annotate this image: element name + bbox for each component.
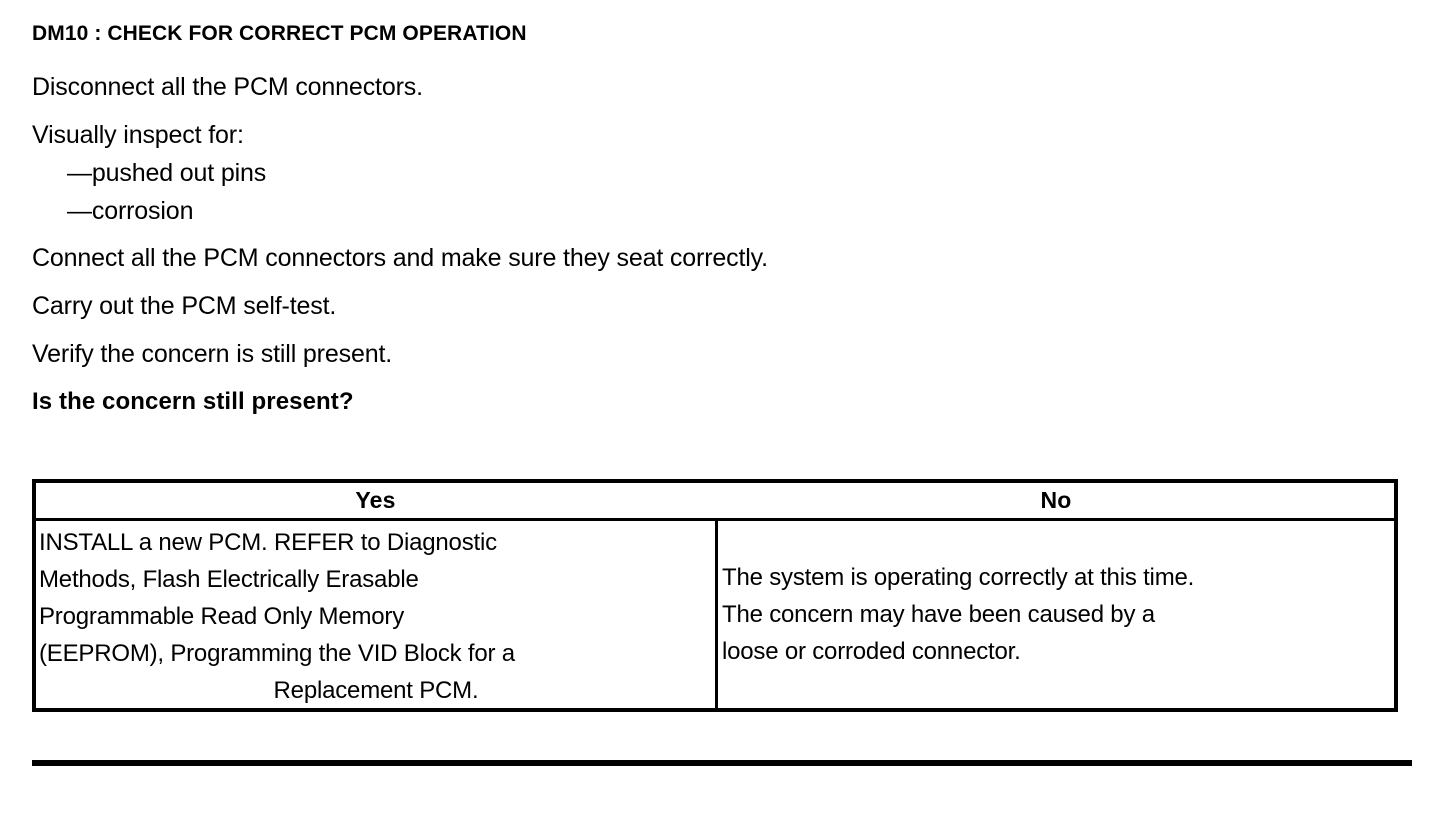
decision-table-column-divider (715, 521, 718, 708)
step-disconnect-connectors: Disconnect all the PCM connectors. (32, 73, 423, 101)
decision-table: Yes No INSTALL a new PCM. REFER to Diagn… (32, 479, 1398, 712)
cell-line: (EEPROM), Programming the VID Block for … (39, 640, 515, 667)
decision-table-cell-no-text: The system is operating correctly at thi… (722, 559, 1194, 670)
cell-line: Replacement PCM. (273, 677, 479, 704)
page-title: DM10 : CHECK FOR CORRECT PCM OPERATION (32, 22, 527, 45)
cell-line: The system is operating correctly at thi… (722, 564, 1195, 591)
step-connect-connectors: Connect all the PCM connectors and make … (32, 244, 768, 272)
cell-line: Methods, Flash Electrically Erasable (39, 566, 419, 593)
cell-line: INSTALL a new PCM. REFER to Diagnostic (39, 529, 497, 556)
decision-table-header-yes: Yes (355, 487, 396, 513)
decision-table-cell-yes-text: INSTALL a new PCM. REFER to Diagnostic M… (39, 524, 713, 708)
decision-table-cell-no: The system is operating correctly at thi… (718, 521, 1394, 708)
decision-table-cell-yes: INSTALL a new PCM. REFER to Diagnostic M… (36, 521, 715, 708)
step-verify-concern: Verify the concern is still present. (32, 340, 393, 368)
sub-item-pushed-out-pins: —pushed out pins (67, 159, 267, 187)
decision-question: Is the concern still present? (32, 388, 354, 415)
step-pcm-self-test: Carry out the PCM self-test. (32, 292, 337, 320)
decision-table-header-no: No (1040, 487, 1072, 513)
decision-table-header-row: Yes No (36, 483, 1394, 521)
step-visually-inspect: Visually inspect for: (32, 121, 244, 149)
sub-item-corrosion: —corrosion (67, 197, 194, 225)
cell-line: Programmable Read Only Memory (39, 603, 404, 630)
cell-line: loose or corroded connector. (722, 638, 1021, 665)
cell-line: The concern may have been caused by a (722, 601, 1155, 628)
section-divider-rule (32, 760, 1412, 766)
